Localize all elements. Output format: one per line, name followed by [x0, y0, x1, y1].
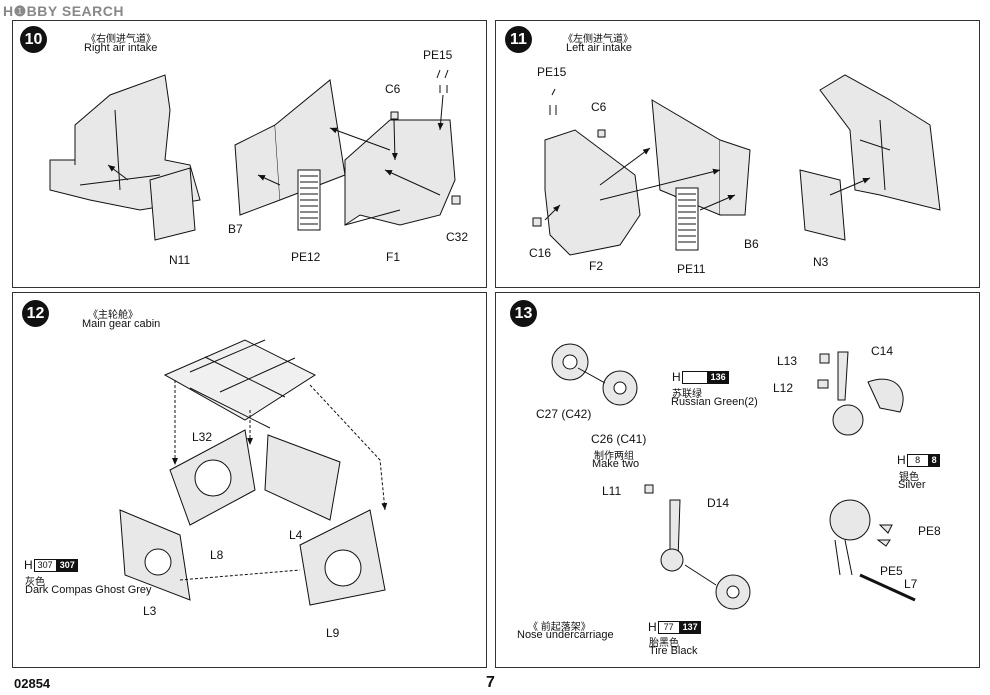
paint-name-en: Russian Green(2)	[671, 396, 758, 408]
part-label: F2	[589, 259, 604, 273]
paint-code	[681, 370, 708, 384]
part-label: C16	[529, 246, 552, 260]
step-11-panel	[495, 20, 980, 288]
paint-code: 8	[906, 453, 929, 467]
paint-code-alt: 137	[679, 620, 701, 634]
part-label: PE11	[677, 262, 706, 276]
part-label: B7	[228, 222, 243, 236]
product-code: 02854	[14, 676, 51, 691]
step-title-cn: 《右侧进气道》	[86, 34, 156, 45]
part-label: B6	[744, 237, 759, 251]
step11-intake-housing	[819, 74, 941, 211]
step12-l8-wall	[169, 429, 256, 526]
part-label: L8	[210, 548, 224, 562]
step-title-cn: 《左侧进气道》	[563, 34, 633, 45]
step12-l9-wall	[299, 509, 386, 606]
part-label: D14	[707, 496, 730, 510]
step-number-badge: 11	[505, 26, 532, 53]
step13-wheel-c26	[602, 370, 638, 406]
make-two-en: Make two	[592, 458, 640, 470]
part-label: C32	[446, 230, 469, 244]
part-label: C26 (C41)	[591, 432, 647, 446]
make-two-cn: 制作两组	[594, 451, 634, 462]
part-label: L11	[602, 484, 622, 498]
step-number-badge: 10	[20, 26, 47, 53]
part-label: L9	[326, 626, 340, 640]
watermark: H❶BBY SEARCH	[3, 3, 124, 19]
part-label: PE12	[291, 250, 321, 264]
step13-nose-gear	[644, 484, 751, 610]
paint-name-cn: 银色	[899, 472, 919, 483]
paint-brand: H	[648, 620, 657, 634]
step-13-panel	[495, 292, 980, 668]
paint-ghost-grey: H 307 307	[24, 558, 78, 572]
part-label: PE5	[880, 564, 903, 578]
part-label: C27 (C42)	[536, 407, 592, 421]
paint-name-cn: 胎黑色	[649, 638, 679, 649]
step12-l32-plate	[163, 339, 317, 429]
paint-brand: H	[897, 453, 906, 467]
step-title-en: Right air intake	[84, 42, 158, 54]
part-label: C6	[385, 82, 401, 96]
step12-l3-box	[119, 509, 191, 601]
step10-pe12-grille	[297, 169, 321, 231]
paint-brand: H	[672, 370, 681, 384]
part-label: C6	[591, 100, 607, 114]
paint-code-alt: 136	[707, 370, 729, 384]
step-title-en: Main gear cabin	[82, 318, 161, 330]
step-number-badge: 12	[22, 300, 49, 327]
paint-code: 77	[657, 620, 680, 634]
step11-n3-panel	[799, 169, 846, 241]
page-number: 7	[486, 674, 495, 691]
step13-main-gear-detail	[829, 499, 916, 602]
paint-brand: H	[24, 558, 33, 572]
part-label: L12	[773, 381, 794, 395]
nose-gear-title-cn: 《 前起落架》	[528, 622, 591, 633]
step-number-badge: 13	[510, 300, 537, 327]
paint-name-cn: 苏联绿	[672, 389, 702, 400]
part-label: N3	[813, 255, 829, 269]
part-label: L32	[192, 430, 213, 444]
nose-gear-title-en: Nose undercarriage	[517, 629, 614, 641]
step12-l4-panel	[264, 434, 341, 521]
part-label: L7	[904, 577, 918, 591]
step-10-panel	[12, 20, 487, 288]
part-label: PE15	[537, 65, 567, 79]
paint-code-alt: 307	[56, 558, 78, 572]
paint-name-cn: 灰色	[25, 577, 45, 588]
paint-name-en: Dark Compas Ghost Grey	[25, 584, 152, 596]
step11-f2-duct	[544, 129, 641, 256]
paint-russian-green: H 136	[672, 370, 729, 384]
part-label: C14	[871, 344, 894, 358]
paint-code: 307	[33, 558, 57, 572]
step13-main-gear	[817, 351, 904, 436]
part-label: L3	[143, 604, 157, 618]
part-label: PE15	[423, 48, 453, 62]
part-label: F1	[386, 250, 401, 264]
part-label: L13	[777, 354, 798, 368]
step-title-cn: 《主轮舱》	[88, 310, 138, 321]
paint-tire-black: H 77 137	[648, 620, 701, 634]
part-label: L4	[289, 528, 303, 542]
step-title-en: Left air intake	[566, 42, 633, 54]
step10-f1-duct	[344, 119, 456, 226]
step11-b6-panel	[651, 99, 751, 216]
paint-code-alt: 8	[928, 453, 940, 467]
step10-n11-panel	[149, 167, 196, 241]
step11-small-parts	[532, 88, 606, 227]
paint-name-en: Silver	[898, 479, 926, 491]
part-label: N11	[169, 253, 191, 267]
paint-name-en: Tire Black	[649, 645, 698, 657]
step10-b7-panel	[234, 79, 346, 216]
paint-silver: H 8 8	[897, 453, 940, 467]
part-label: PE8	[918, 524, 941, 538]
step10-small-parts	[390, 69, 461, 205]
step13-wheel-c27	[551, 343, 589, 381]
step-12-panel	[12, 292, 487, 668]
step11-pe11-grille	[675, 187, 699, 251]
